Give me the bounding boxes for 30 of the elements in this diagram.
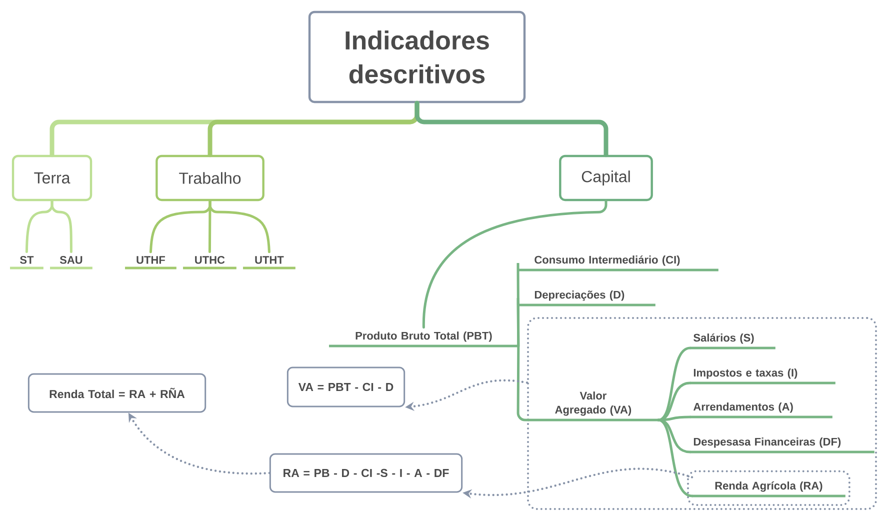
branch-label: Depreciações (D) [518, 290, 656, 306]
branch-label: Arrendamentos (A) [690, 402, 832, 418]
topic-box: Terra [12, 154, 92, 202]
branch-label: Salários (S) [690, 333, 776, 350]
branch-line [657, 418, 694, 498]
topic-box: Trabalho [156, 154, 264, 202]
branch-label: Produto Bruto Total (PBT) [329, 332, 518, 348]
branch-label: SAU [50, 256, 92, 270]
branch-label: Consumo Intermediário (CI) [518, 255, 718, 272]
branch-line [50, 200, 72, 254]
branch-line [208, 200, 270, 254]
branch-label: UTHF [125, 256, 176, 270]
branch-label: Valor Agregado (VA) [528, 392, 658, 422]
branch-label: Despesasa Financeiras (DF) [690, 438, 874, 454]
branch-label: UTHT [243, 256, 296, 270]
branch-line [208, 200, 212, 254]
branch-label: Renda Agrícola (RA) [687, 470, 850, 506]
topic-box: RA = PB - D - CI -S - I - A - DF [269, 453, 463, 493]
topic-box: Capital [559, 154, 653, 202]
topic-box: Renda Total = RA + RÑA [28, 373, 206, 413]
topic-box: VA = PBT - CI - D [286, 366, 406, 408]
branch-label: ST [10, 256, 44, 270]
dotted-region [527, 317, 877, 510]
branch-line [516, 296, 520, 348]
branch-line [414, 100, 608, 158]
branch-line [422, 200, 608, 329]
branch-label: UTHC [183, 256, 236, 270]
branch-line [657, 416, 692, 422]
branch-label: Impostos e taxas (I) [690, 368, 836, 384]
topic-box: Indicadores descritivos [308, 10, 526, 104]
